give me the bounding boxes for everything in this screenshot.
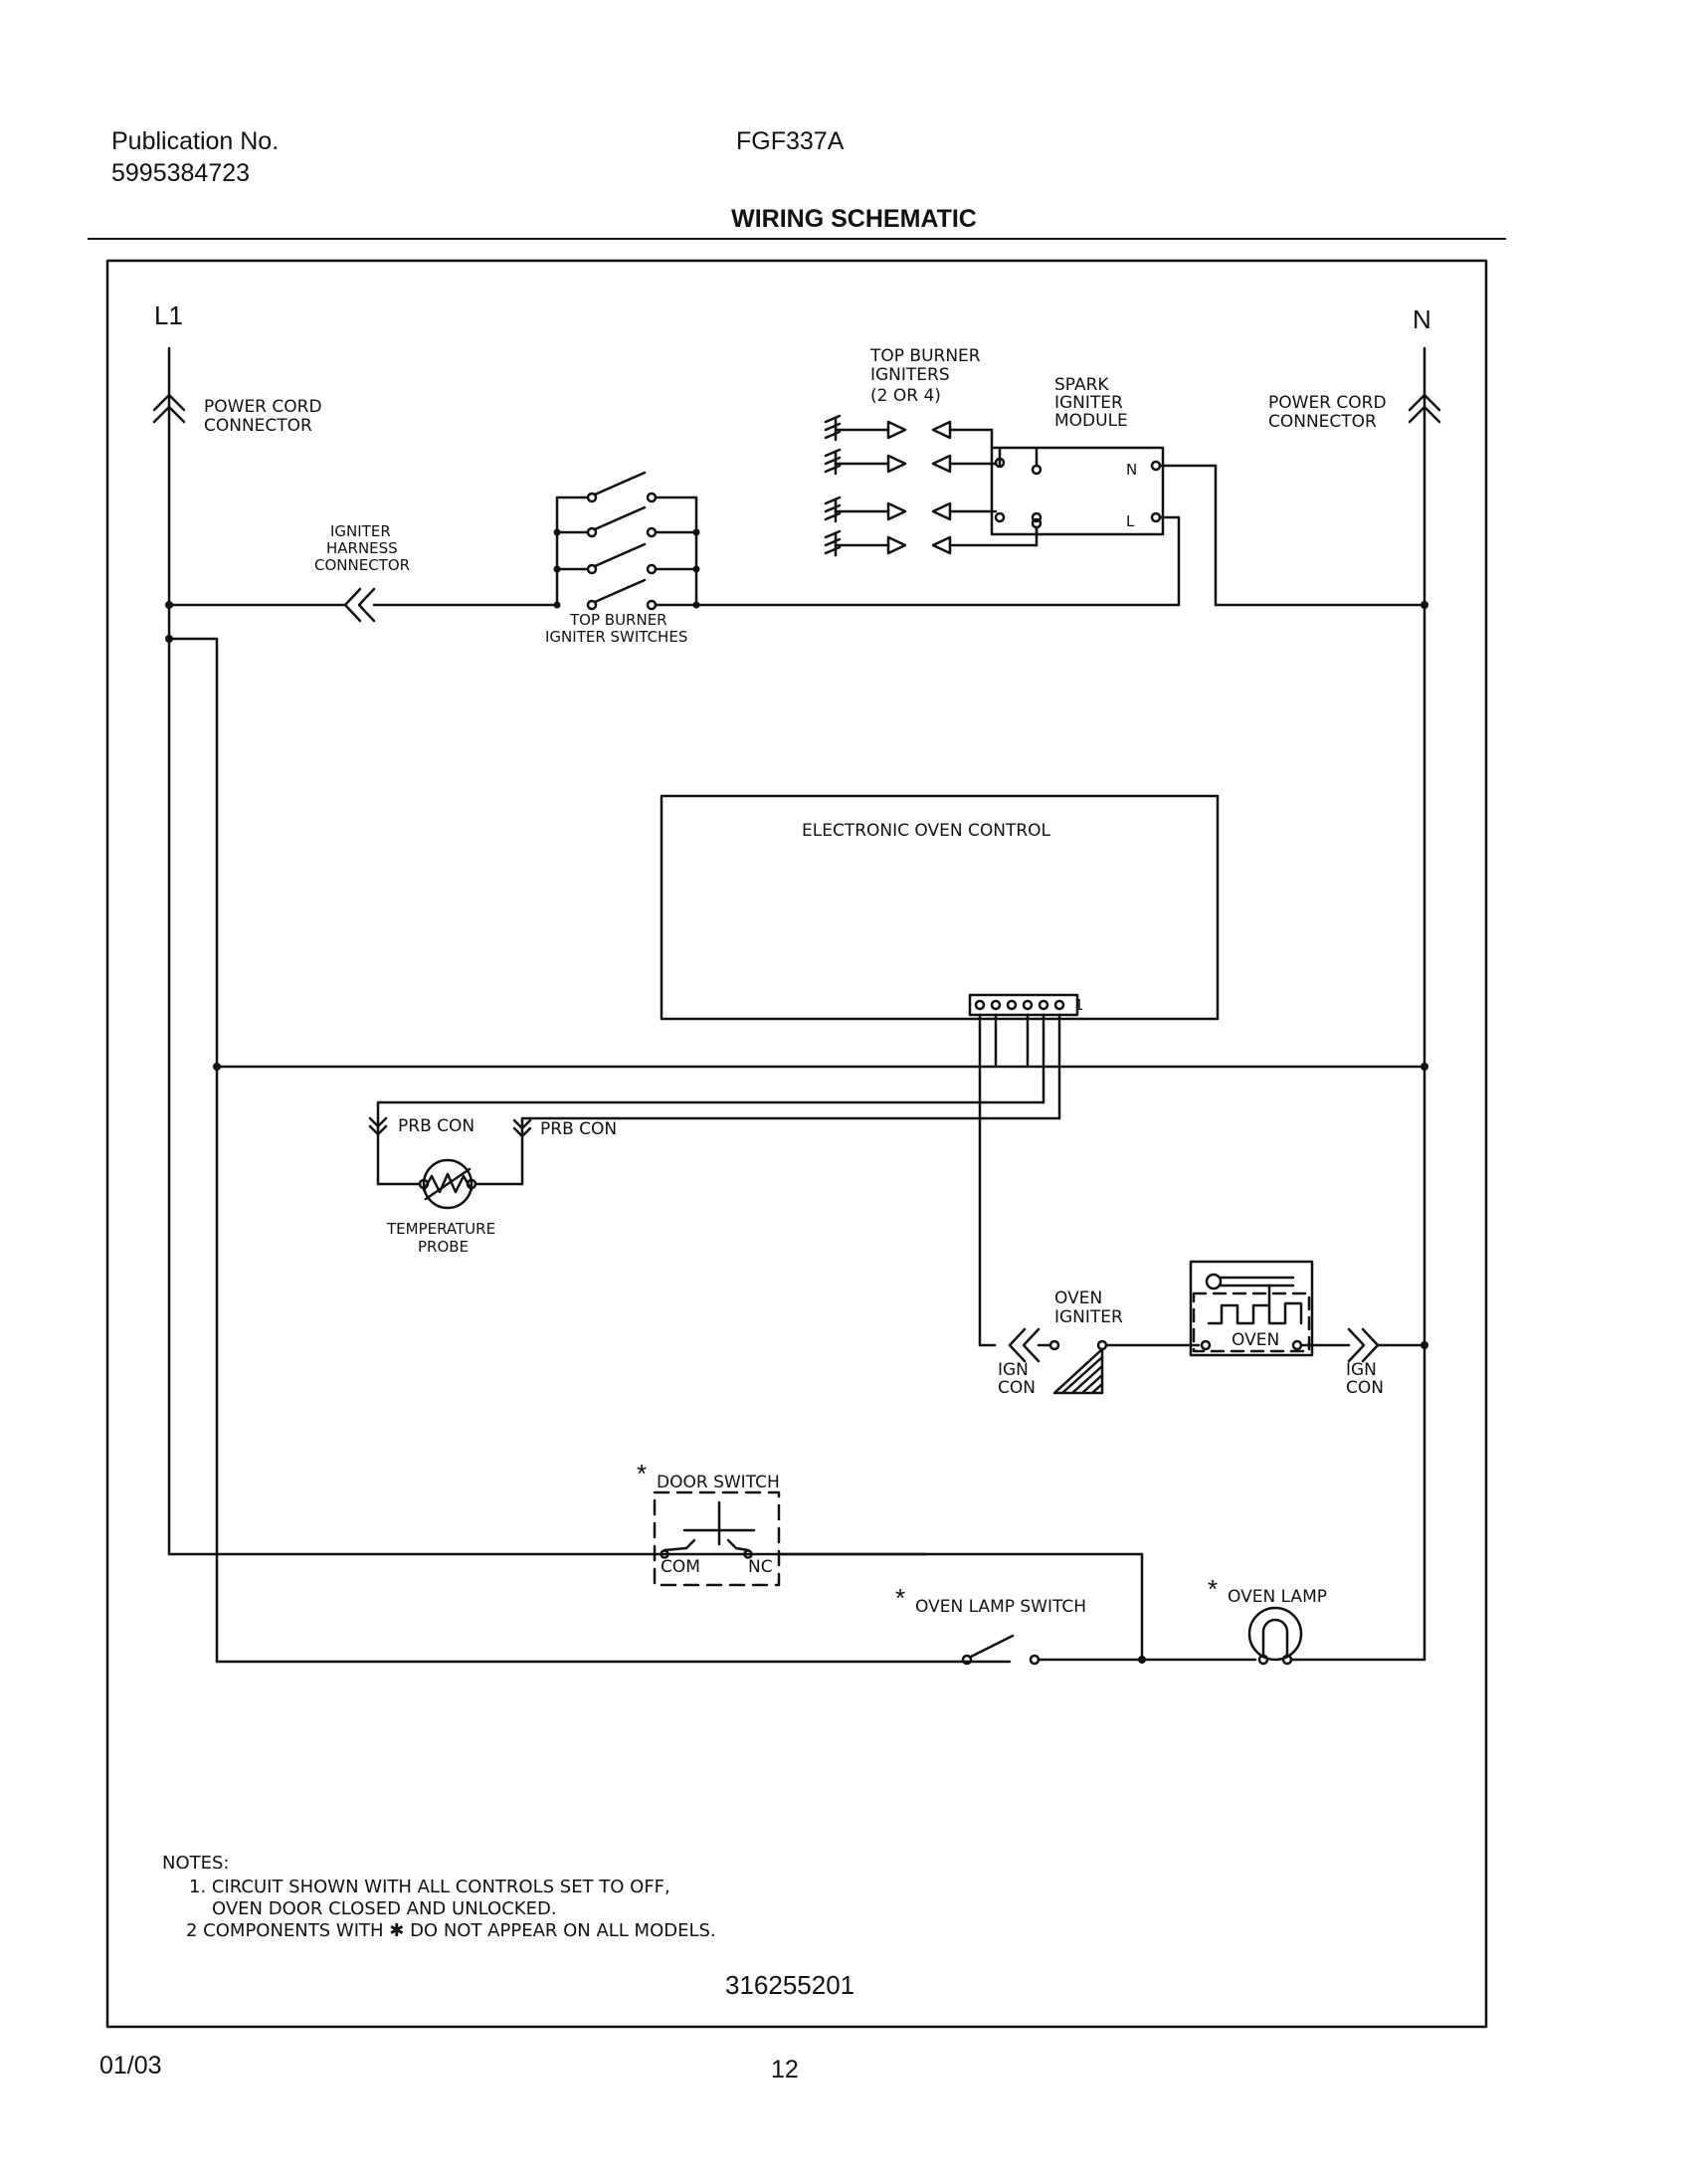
control-leads [376, 1013, 1061, 1347]
door-nc-label: NC [748, 1557, 773, 1577]
oven-valve-icon [1189, 1260, 1314, 1357]
power-cord-connector-left-icon [152, 393, 186, 424]
ign-con-right-line2: CON [1346, 1378, 1384, 1398]
door-com-label: COM [661, 1557, 700, 1577]
note-1-line1: 1. CIRCUIT SHOWN WITH ALL CONTROLS SET T… [189, 1877, 670, 1897]
lamp-switch-asterisk: * [895, 1583, 905, 1613]
oven-igniter-line1: OVEN [1054, 1289, 1102, 1308]
publication-number: 5995384723 [111, 159, 251, 187]
publication-label: Publication No. [111, 127, 280, 155]
power-cord-right-line1: POWER CORD [1268, 393, 1387, 413]
notes-heading: NOTES: [162, 1853, 230, 1874]
power-cord-left-line2: CONNECTOR [204, 416, 312, 436]
igniter-harness-line3: CONNECTOR [314, 556, 410, 574]
top-burner-igniters-icon [824, 414, 1039, 557]
spark-module-line2: IGNITER [1054, 393, 1123, 413]
header-rule [88, 238, 1506, 240]
model-number: FGF337A [736, 127, 845, 155]
oven-lamp-asterisk: * [1208, 1574, 1218, 1604]
n-bus [215, 346, 1426, 1662]
top-burner-igniter-switches [553, 471, 700, 611]
l1-label: L1 [154, 300, 183, 330]
module-l-label: L [1126, 512, 1135, 530]
note-1-line2: OVEN DOOR CLOSED AND UNLOCKED. [212, 1898, 557, 1919]
prb-con-left: PRB CON [398, 1116, 474, 1136]
temperature-probe-icon [422, 1158, 474, 1210]
note-2: 2 COMPONENTS WITH ✱ DO NOT APPEAR ON ALL… [186, 1920, 716, 1941]
control-connector-pins [974, 999, 1065, 1011]
diagram-frame [105, 259, 1488, 2029]
prb-con-right: PRB CON [540, 1119, 617, 1139]
igniters-label-line1: TOP BURNER [869, 346, 981, 366]
oven-lamp-label: OVEN LAMP [1228, 1587, 1327, 1607]
ign-con-right-line1: IGN [1346, 1360, 1377, 1380]
l1-bus [167, 346, 1012, 1664]
igniter-harness-line2: HARNESS [326, 539, 398, 557]
ign-con-left-line2: CON [998, 1378, 1036, 1398]
door-switch-icon [653, 1490, 781, 1587]
control-connector [968, 993, 1079, 1017]
igniter-harness-line1: IGNITER [330, 522, 391, 540]
power-cord-left-line1: POWER CORD [204, 397, 322, 417]
electronic-control-label: ELECTRONIC OVEN CONTROL [802, 821, 1051, 841]
spark-module-line3: MODULE [1054, 411, 1128, 431]
door-switch-asterisk: * [637, 1459, 647, 1488]
igniters-label-line2: IGNITERS [870, 365, 950, 385]
electronic-oven-control [660, 794, 1220, 1021]
igniters-label-line3: (2 OR 4) [870, 386, 941, 406]
igniter-harness-connector-icon [343, 587, 376, 623]
oven-lamp-switch-icon [961, 1634, 1144, 1666]
door-switch-label: DOOR SWITCH [657, 1473, 780, 1492]
probe-label-line2: PROBE [418, 1238, 469, 1256]
switches-label-line2: IGNITER SWITCHES [545, 628, 687, 646]
temperature-probe-circuit [368, 1100, 532, 1190]
power-cord-connector-right-icon [1408, 393, 1441, 424]
power-cord-right-line2: CONNECTOR [1268, 412, 1377, 432]
oven-lamp-icon [1140, 1606, 1426, 1666]
drawing-number: 316255201 [725, 1970, 854, 2000]
n-label: N [1413, 304, 1431, 334]
page-title: WIRING SCHEMATIC [731, 205, 977, 233]
module-terminals [994, 446, 1043, 536]
oven-valve-label: OVEN [1232, 1330, 1279, 1350]
oven-lamp-switch-label: OVEN LAMP SWITCH [915, 1597, 1086, 1617]
spark-igniter-module [990, 446, 1165, 536]
pin-one-label: 1 [1074, 996, 1084, 1014]
module-n-label: N [1126, 461, 1137, 479]
oven-igniter-icon [1048, 1339, 1108, 1395]
switches-label-line1: TOP BURNER [569, 611, 667, 629]
probe-label-line1: TEMPERATURE [386, 1220, 495, 1238]
spark-module-line1: SPARK [1054, 375, 1109, 395]
footer-page-number: 12 [771, 2056, 799, 2083]
junction-dots [165, 601, 1428, 1664]
oven-igniter-line2: IGNITER [1054, 1307, 1123, 1327]
footer-date: 01/03 [99, 2052, 162, 2080]
ign-con-left-line1: IGN [998, 1360, 1029, 1380]
